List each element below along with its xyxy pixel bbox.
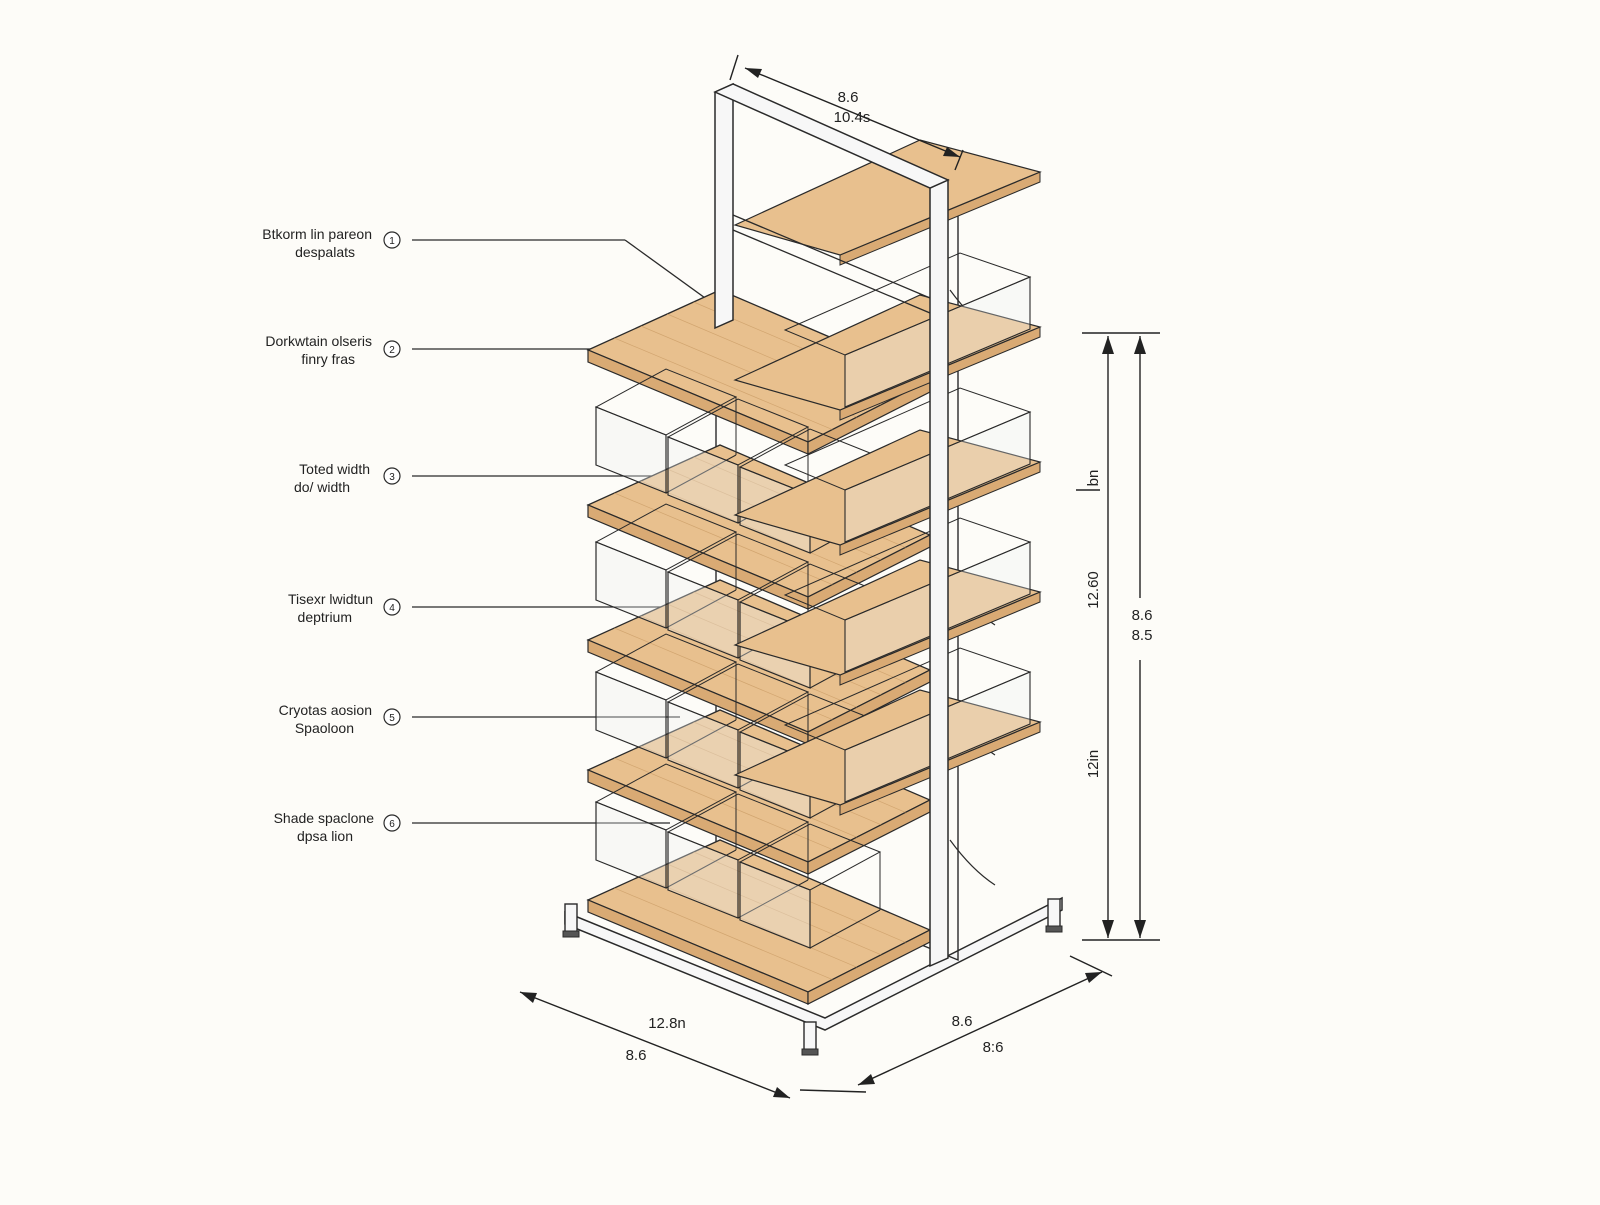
display-rack [562, 82, 1063, 1056]
shelf-5 [586, 647, 1042, 1005]
svg-text:4: 4 [389, 603, 395, 614]
callout-marker-3: 3 [383, 467, 401, 485]
dim-bottom-right-2: 8:6 [983, 1039, 1004, 1056]
dimension-top [729, 54, 964, 171]
callout-marker-6: 6 [383, 814, 401, 832]
leveling-foot [1045, 925, 1063, 933]
wood-grain [614, 337, 833, 430]
bin-edge [665, 454, 737, 494]
leveling-foot [562, 930, 580, 938]
bin-front [595, 406, 667, 494]
top-shelf [586, 139, 1042, 455]
dimension-labels: 8.6 10.4s bn 12.60 12in 8.6 8.5 12.8n 8.… [626, 89, 1153, 1064]
callout-label-1-line1: Btkorm lin pareon [262, 226, 372, 242]
rear-bin-top [783, 252, 1032, 356]
header-rail [732, 229, 931, 314]
dim-right-lower: 12in [1085, 750, 1102, 778]
dim-bottom-left-2: 8.6 [626, 1047, 647, 1064]
top-crossbar [713, 83, 950, 189]
wood-grain [614, 627, 833, 720]
shelf-rear-surface [733, 689, 1042, 806]
dim-top-2: 10.4s [834, 109, 871, 126]
bin-edge [809, 909, 881, 949]
dimension-right [1076, 332, 1160, 941]
rear-bin-top [783, 387, 1032, 491]
dim-right-2: 8.5 [1132, 627, 1153, 644]
callout-marker-4: 4 [383, 598, 401, 616]
rear-bin-top [783, 517, 1032, 621]
callout-label-5-line1: Cryotas aosion [279, 702, 372, 718]
dimension-bottom-right [857, 955, 1113, 1086]
callout-label-2-line2: finry fras [301, 351, 355, 367]
rear-bin-top [783, 647, 1032, 751]
acrylic-bin [666, 398, 810, 524]
bin-front [595, 801, 667, 889]
callout-label-4-line1: Tisexr lwidtun [288, 591, 373, 607]
dim-bottom-right-1: 8.6 [952, 1013, 973, 1030]
rack-leg [564, 903, 578, 933]
rack-leg [1047, 898, 1061, 928]
callout-label-2-line1: Dorkwtain olseris [265, 333, 372, 349]
callout-label-4-line2: deptrium [298, 609, 352, 625]
shelf-bracket [949, 839, 996, 886]
front-upright [929, 178, 949, 968]
bin-edge [665, 589, 737, 629]
wood-grain [614, 887, 833, 980]
callout-markers: 1 2 3 4 5 6 [383, 231, 401, 832]
acrylic-bin [666, 533, 810, 659]
acrylic-bin [594, 368, 738, 494]
bin-front [595, 671, 667, 759]
wood-grain [667, 863, 882, 956]
dim-right-bn: bn [1085, 470, 1102, 487]
dimension-bottom-left [519, 991, 867, 1099]
svg-text:2: 2 [389, 345, 395, 356]
shelf-rear-surface [733, 559, 1042, 676]
dimension-lines [519, 54, 1160, 1099]
header-rail [732, 214, 931, 299]
wood-grain [640, 875, 857, 968]
dim-bottom-left-1: 12.8n [648, 1015, 686, 1032]
bin-front [595, 541, 667, 629]
bin-edge [665, 719, 737, 759]
callout-label-6-line1: Shade spaclone [274, 810, 375, 826]
acrylic-bin [738, 823, 882, 949]
callout-label-1-line2: despalats [295, 244, 355, 260]
wood-grain [640, 480, 857, 573]
callout-marker-5: 5 [383, 708, 401, 726]
acrylic-bin [594, 503, 738, 629]
wood-grain [640, 745, 857, 838]
callout-label-3-line1: Toted width [299, 461, 370, 477]
bin-edge [665, 849, 737, 889]
wood-grain [614, 757, 833, 850]
leveling-foot [801, 1048, 819, 1056]
dim-right-mid: 12.60 [1085, 571, 1102, 609]
callout-marker-2: 2 [383, 340, 401, 358]
callout-marker-1: 1 [383, 231, 401, 249]
svg-text:3: 3 [389, 472, 395, 483]
bin-edge [737, 879, 809, 919]
shelf-rear-surface [733, 294, 1042, 411]
wood-grain [640, 615, 857, 708]
acrylic-bin [666, 793, 810, 919]
acrylic-bin [594, 763, 738, 889]
dim-top-1: 8.6 [838, 89, 859, 106]
rack-leg [803, 1021, 817, 1051]
callout-label-6-line2: dpsa lion [297, 828, 353, 844]
callout-label-3-line2: do/ width [294, 479, 350, 495]
svg-text:6: 6 [389, 819, 395, 830]
acrylic-bin [594, 633, 738, 759]
shelf-4 [586, 517, 1042, 875]
wood-grain [693, 851, 906, 943]
svg-text:5: 5 [389, 713, 395, 724]
rear-upright [714, 82, 734, 330]
svg-text:1: 1 [389, 236, 395, 247]
callout-leaders [412, 239, 771, 824]
callout-labels: Btkorm lin pareon despalats Dorkwtain ol… [262, 226, 374, 844]
dim-right-1: 8.6 [1132, 607, 1153, 624]
callout-label-5-line2: Spaoloon [295, 720, 354, 736]
shelf-rear-surface [733, 429, 1042, 546]
shelf-2 [586, 252, 1042, 610]
